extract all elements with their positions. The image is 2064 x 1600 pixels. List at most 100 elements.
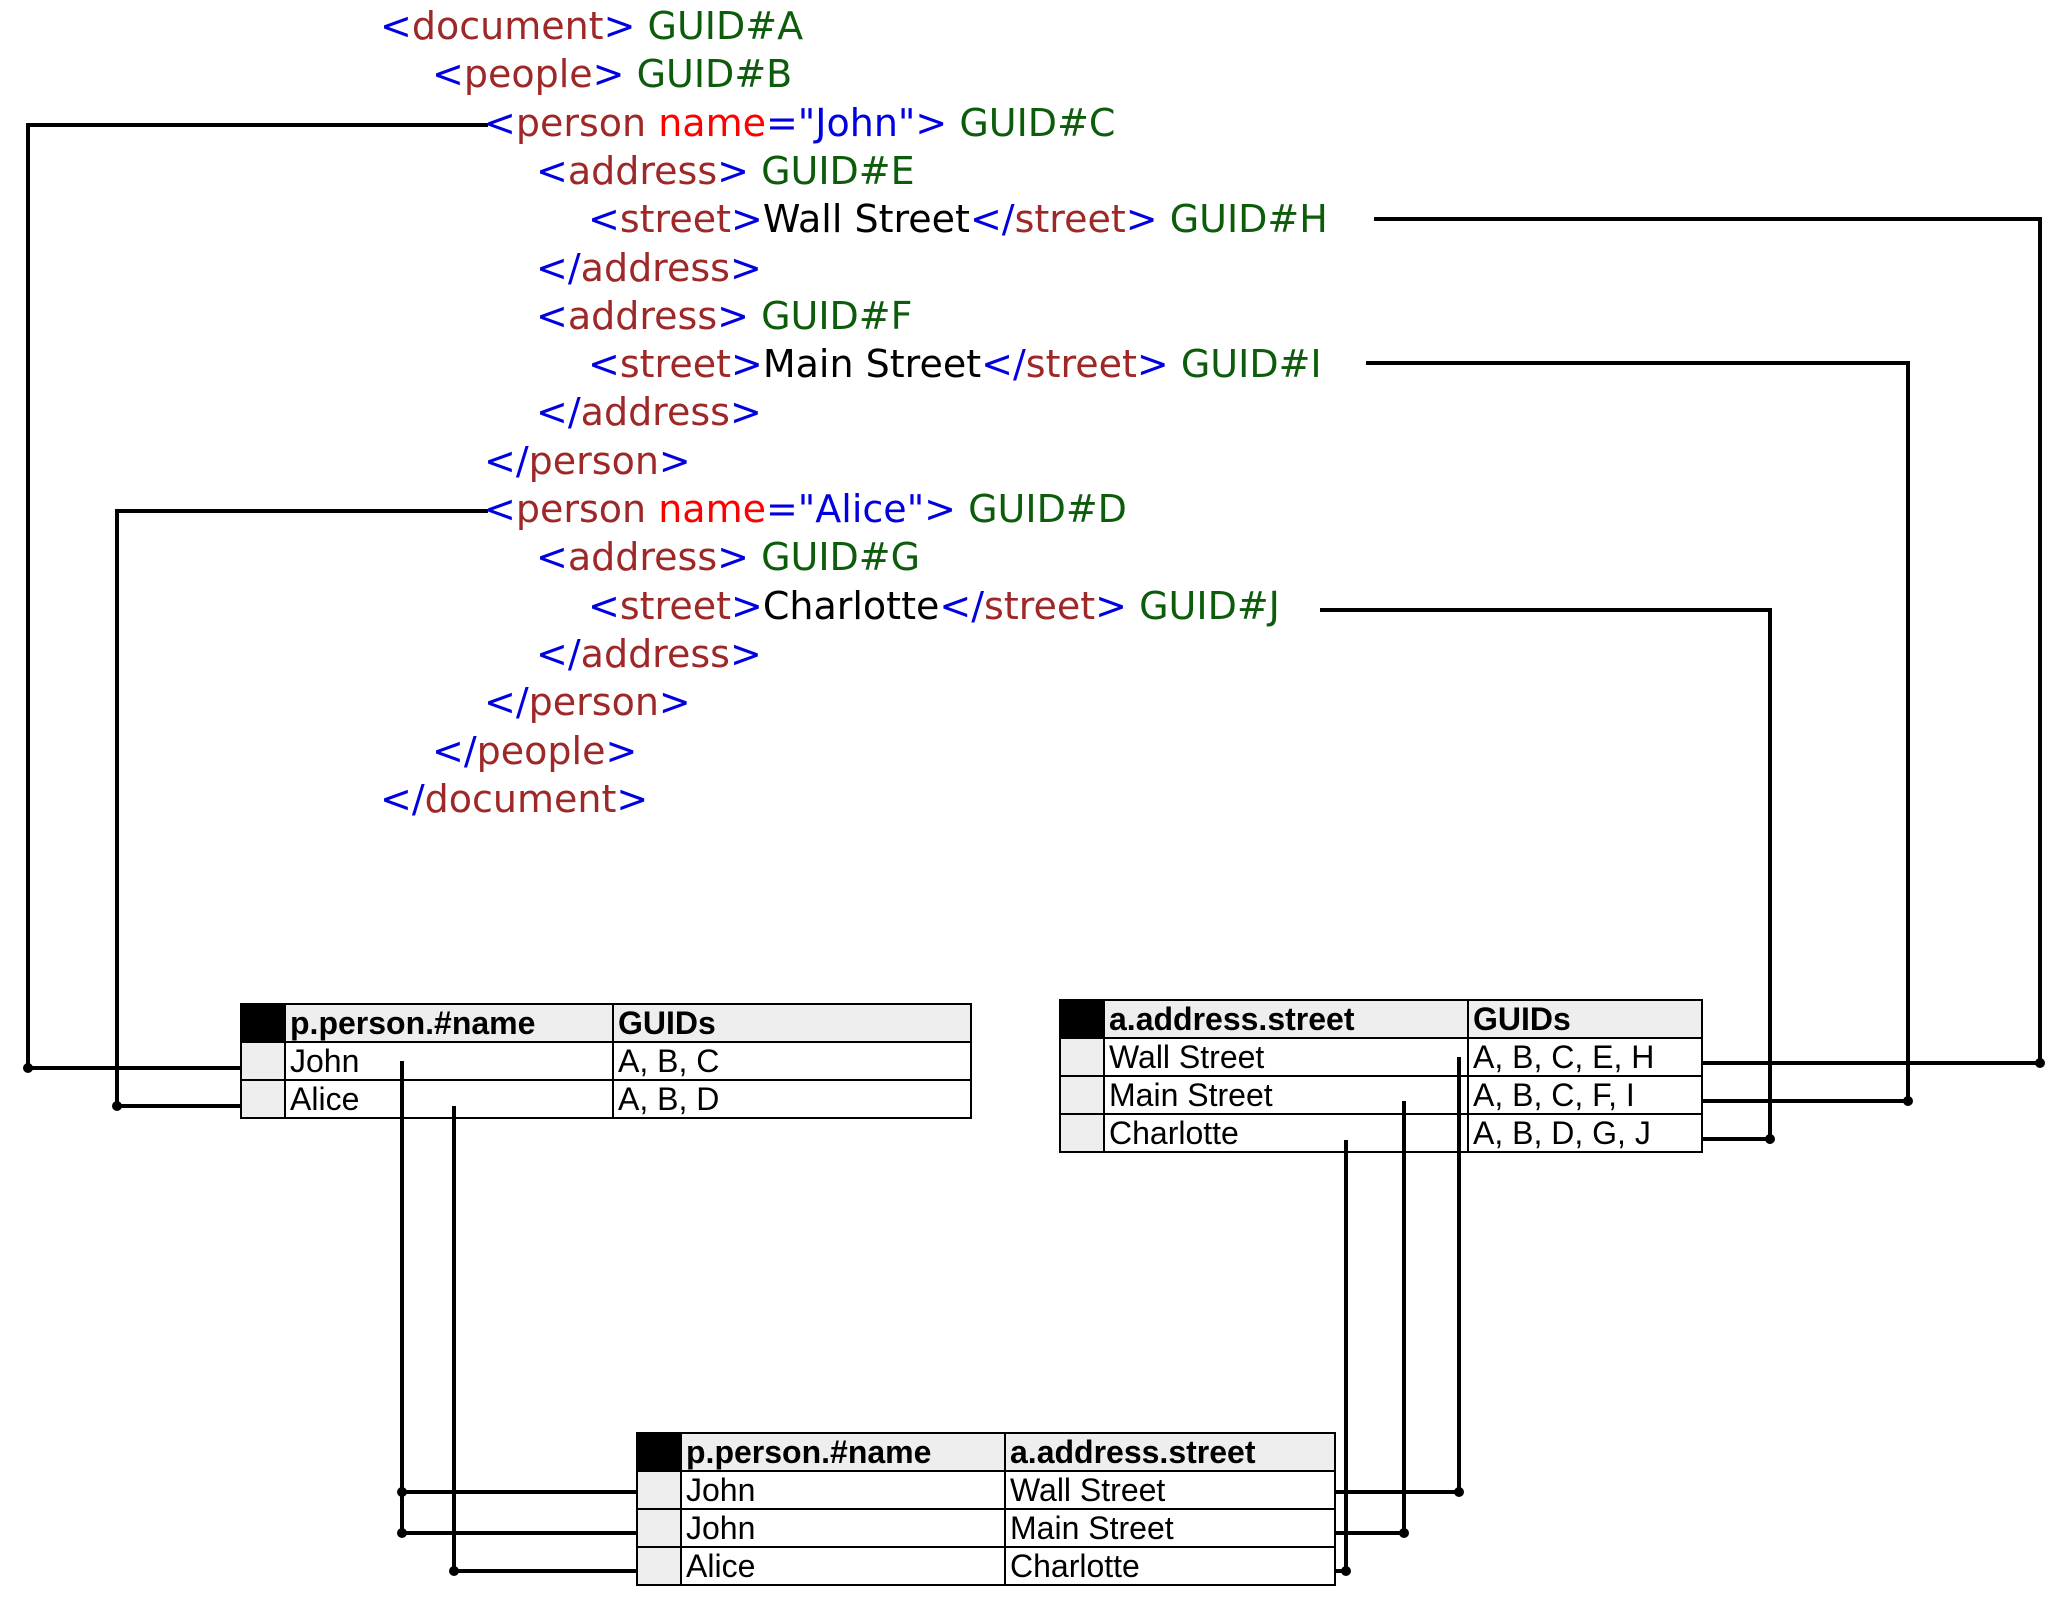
column-header: GUIDs bbox=[1467, 999, 1703, 1039]
connector-guid-j bbox=[1320, 608, 1772, 1141]
xml-line: <street>Main Street</street> GUID#I bbox=[588, 342, 1322, 387]
xml-tag-name: street bbox=[1014, 197, 1126, 242]
xml-tag-name: address bbox=[580, 245, 730, 290]
column-header: p.person.#name bbox=[680, 1432, 1006, 1472]
xml-tag-name: street bbox=[619, 197, 731, 242]
table-cell: Alice bbox=[284, 1079, 614, 1119]
table-cell: Wall Street bbox=[1004, 1470, 1336, 1510]
xml-attr-value: Alice bbox=[815, 487, 907, 531]
xml-tag-name: street bbox=[984, 583, 1096, 628]
xml-tag-name: address bbox=[567, 293, 718, 338]
xml-line: </person> bbox=[484, 680, 691, 725]
xml-line: <person name="John"> GUID#C bbox=[484, 100, 1116, 145]
row-index-cell bbox=[636, 1470, 682, 1510]
table-cell: Alice bbox=[680, 1546, 1006, 1586]
guid-label: GUID#D bbox=[968, 487, 1127, 531]
xml-tag-name: street bbox=[619, 583, 731, 628]
guid-label: GUID#E bbox=[761, 148, 915, 193]
table-corner bbox=[1059, 999, 1105, 1039]
connector-guid-h bbox=[1374, 217, 2042, 1065]
xml-attr-name: name bbox=[658, 100, 766, 145]
guid-label: GUID#I bbox=[1180, 342, 1322, 387]
table-row: Charlotte A, B, D, G, J bbox=[1059, 1113, 1703, 1153]
table-cell: A, B, C, E, H bbox=[1467, 1037, 1703, 1077]
xml-tag-name: address bbox=[580, 390, 730, 435]
xml-attr-name: name bbox=[658, 487, 766, 531]
table-row: John A, B, C bbox=[240, 1041, 972, 1081]
xml-line: </address> bbox=[536, 631, 762, 676]
table-cell: John bbox=[284, 1041, 614, 1081]
connector-charlotte-to-joined bbox=[1336, 1140, 1348, 1573]
persons-table: p.person.#name GUIDs John A, B, C Alice … bbox=[240, 1003, 972, 1119]
xml-tag-name: document bbox=[411, 4, 604, 48]
table-cell: Charlotte bbox=[1103, 1113, 1469, 1153]
xml-tag-name: street bbox=[1025, 342, 1137, 387]
xml-tag-name: person bbox=[515, 487, 647, 531]
table-row: Alice Charlotte bbox=[636, 1546, 1336, 1586]
xml-tag-name: address bbox=[567, 148, 718, 193]
xml-line: <document> GUID#A bbox=[380, 4, 804, 48]
connector-guid-i bbox=[1366, 361, 1910, 1103]
table-cell: Charlotte bbox=[1004, 1546, 1336, 1586]
row-index-cell bbox=[1059, 1075, 1105, 1115]
addresses-table: a.address.street GUIDs Wall Street A, B,… bbox=[1059, 999, 1703, 1153]
xml-line: </address> bbox=[536, 245, 762, 290]
table-row: Main Street A, B, C, F, I bbox=[1059, 1075, 1703, 1115]
table-cell: Wall Street bbox=[1103, 1037, 1469, 1077]
guid-label: GUID#C bbox=[959, 100, 1116, 145]
xml-tag-name: people bbox=[463, 52, 593, 97]
table-row: Wall Street A, B, C, E, H bbox=[1059, 1037, 1703, 1077]
row-index-cell bbox=[1059, 1037, 1105, 1077]
guid-label: GUID#B bbox=[636, 52, 793, 97]
xml-line: </people> bbox=[432, 728, 638, 773]
xml-tag-name: person bbox=[528, 680, 659, 725]
connector-alice-to-joined bbox=[452, 1106, 636, 1573]
column-header: GUIDs bbox=[612, 1003, 972, 1043]
xml-line: <street>Charlotte</street> GUID#J bbox=[588, 583, 1280, 628]
xml-line: </address> bbox=[536, 390, 762, 435]
xml-line: <people> GUID#B bbox=[432, 52, 793, 97]
guid-label: GUID#H bbox=[1169, 197, 1328, 242]
connector-john-person bbox=[26, 123, 488, 1070]
guid-label: GUID#J bbox=[1139, 583, 1280, 628]
table-cell: A, B, C, F, I bbox=[1467, 1075, 1703, 1115]
column-header: a.address.street bbox=[1004, 1432, 1336, 1472]
row-index-cell bbox=[1059, 1113, 1105, 1153]
row-index-cell bbox=[636, 1508, 682, 1548]
xml-line: <address> GUID#G bbox=[536, 535, 921, 580]
table-cell: A, B, C bbox=[612, 1041, 972, 1081]
table-corner bbox=[636, 1432, 682, 1472]
xml-text: Wall Street bbox=[762, 197, 970, 242]
connector-john-to-joined-2 bbox=[400, 1492, 636, 1535]
table-row: Alice A, B, D bbox=[240, 1079, 972, 1119]
xml-line: <address> GUID#F bbox=[536, 293, 913, 338]
table-cell: John bbox=[680, 1470, 1006, 1510]
xml-line: <person name="Alice"> GUID#D bbox=[484, 487, 1127, 531]
xml-tag-name: address bbox=[580, 631, 730, 676]
table-cell: Main Street bbox=[1103, 1075, 1469, 1115]
guid-label: GUID#F bbox=[761, 293, 913, 338]
xml-line: <address> GUID#E bbox=[536, 148, 915, 193]
column-header: p.person.#name bbox=[284, 1003, 614, 1043]
guid-label: GUID#G bbox=[761, 535, 921, 580]
xml-tag-name: person bbox=[515, 100, 647, 145]
xml-tag-name: document bbox=[424, 776, 617, 821]
guid-label: GUID#A bbox=[647, 4, 804, 48]
column-header: a.address.street bbox=[1103, 999, 1469, 1039]
xml-line: </document> bbox=[380, 776, 649, 821]
xml-tag-name: person bbox=[528, 438, 659, 483]
table-cell: Main Street bbox=[1004, 1508, 1336, 1548]
connector-alice-person bbox=[115, 509, 488, 1108]
xml-tag-name: people bbox=[476, 728, 606, 773]
row-index-cell bbox=[636, 1546, 682, 1586]
connector-john-to-joined-1 bbox=[400, 1061, 636, 1494]
xml-attr-value: John bbox=[815, 100, 898, 145]
xml-text: Charlotte bbox=[762, 583, 940, 628]
xml-text: Main Street bbox=[762, 342, 982, 387]
table-cell: A, B, D, G, J bbox=[1467, 1113, 1703, 1153]
table-corner bbox=[240, 1003, 286, 1043]
table-cell: A, B, D bbox=[612, 1079, 972, 1119]
row-index-cell bbox=[240, 1041, 286, 1081]
row-index-cell bbox=[240, 1079, 286, 1119]
